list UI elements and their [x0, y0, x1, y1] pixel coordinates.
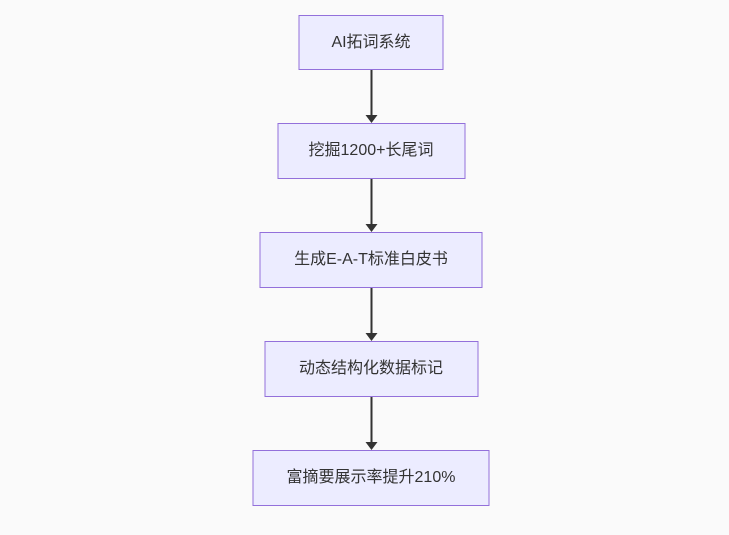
arrowhead-down-icon: [365, 224, 377, 232]
flowchart: AI拓词系统 挖掘1200+长尾词 生成E-A-T标准白皮书 动态结构化数据标记: [252, 15, 490, 506]
node-label: 生成E-A-T标准白皮书: [294, 251, 448, 269]
arrow-line: [370, 179, 372, 225]
arrow-line: [370, 397, 372, 443]
node-label: 动态结构化数据标记: [298, 360, 443, 378]
node-label: 富摘要展示率提升210%: [286, 469, 456, 487]
flow-node-structured-data: 动态结构化数据标记: [264, 341, 478, 397]
node-label: AI拓词系统: [331, 33, 411, 51]
flow-node-longtail-keywords: 挖掘1200+长尾词: [277, 123, 465, 179]
flow-node-rich-snippet-result: 富摘要展示率提升210%: [252, 450, 490, 506]
arrowhead-down-icon: [365, 115, 377, 123]
flow-node-ai-word-system: AI拓词系统: [298, 15, 444, 70]
flow-arrow-2: [365, 179, 377, 232]
flow-arrow-4: [365, 397, 377, 450]
arrow-line: [370, 70, 372, 116]
node-label: 挖掘1200+长尾词: [308, 142, 434, 160]
flow-arrow-3: [365, 288, 377, 341]
flow-node-eat-whitepaper: 生成E-A-T标准白皮书: [259, 232, 483, 288]
flow-arrow-1: [365, 70, 377, 123]
arrowhead-down-icon: [365, 442, 377, 450]
arrow-line: [370, 288, 372, 334]
arrowhead-down-icon: [365, 333, 377, 341]
